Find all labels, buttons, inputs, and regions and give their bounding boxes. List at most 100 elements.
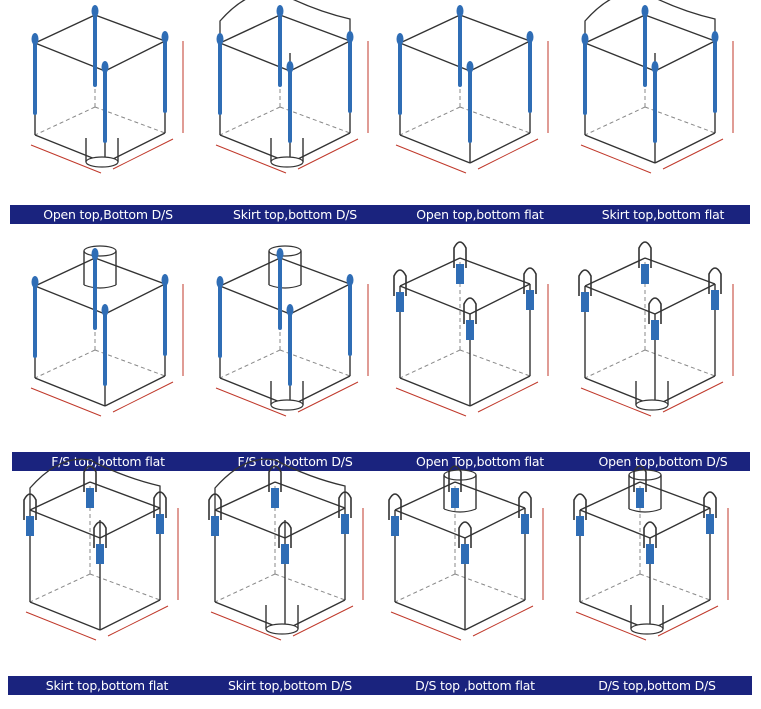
hidden-edge: [584, 106, 646, 136]
bottom-edge: [649, 599, 711, 631]
strap-loop-icon: [101, 61, 109, 73]
bottom-edge: [399, 134, 471, 164]
dimension-line: [580, 144, 652, 174]
strap-loop-icon: [161, 31, 169, 43]
hidden-edge: [274, 573, 346, 601]
lifting-loop-icon: [453, 241, 467, 268]
top-edge: [99, 507, 161, 539]
top-edge: [394, 509, 466, 539]
bottom-edge: [654, 132, 716, 164]
strap-loop-icon: [346, 31, 354, 43]
top-edge: [584, 285, 656, 315]
skirt-top: [584, 0, 716, 43]
hidden-edge: [579, 573, 641, 603]
top-edge: [579, 481, 641, 511]
top-edge: [459, 14, 531, 42]
dimension-line: [580, 387, 652, 417]
top-edge: [469, 40, 531, 72]
strap-loop-icon: [651, 61, 659, 73]
bottom-spout-rim: [270, 156, 304, 168]
hidden-edge: [279, 349, 351, 377]
hidden-edge: [459, 106, 531, 134]
lifting-loop-icon: [208, 493, 222, 520]
loop-webbing: [636, 488, 644, 508]
dimension-line: [30, 144, 102, 174]
bottom-edge: [654, 375, 716, 407]
lifting-loop-icon: [393, 269, 407, 296]
bag-drawing: [578, 241, 734, 417]
top-edge: [104, 283, 166, 315]
dimension-line: [395, 387, 467, 417]
top-edge: [214, 509, 286, 539]
bag-drawing: [215, 245, 369, 417]
dimension-line: [297, 138, 359, 170]
loop-webbing: [96, 544, 104, 564]
bag-diagram-open-top-bottom-spout: [15, 5, 205, 220]
loop-webbing: [581, 292, 589, 312]
hidden-edge: [94, 349, 166, 377]
dimension-line: [215, 144, 287, 174]
bottom-edge: [584, 134, 656, 164]
caption-label: Open top,bottom D/S: [598, 454, 728, 469]
bottom-edge: [464, 599, 526, 631]
top-edge: [649, 507, 711, 539]
bag-drawing: [388, 465, 544, 641]
dimension-line: [112, 381, 174, 413]
loop-webbing: [706, 514, 714, 534]
top-spout-base: [268, 284, 302, 289]
top-edge: [94, 14, 166, 42]
loop-webbing: [451, 488, 459, 508]
caption-label: F/S top,bottom D/S: [237, 454, 353, 469]
loop-webbing: [646, 544, 654, 564]
lifting-loop-icon: [83, 465, 97, 492]
bottom-edge: [469, 375, 531, 407]
lifting-loop-icon: [638, 241, 652, 268]
loop-webbing: [521, 514, 529, 534]
strap-loop-icon: [466, 61, 474, 73]
hidden-edge: [639, 573, 711, 601]
loop-webbing: [26, 516, 34, 536]
top-edge: [654, 283, 716, 315]
top-edge: [29, 481, 91, 511]
dimension-line: [210, 611, 282, 641]
loop-webbing: [211, 516, 219, 536]
top-spout-rim: [83, 245, 117, 257]
dimension-line: [657, 605, 719, 637]
strap-loop-icon: [286, 304, 294, 316]
bag-drawing: [393, 241, 549, 417]
strap-loop-icon: [641, 5, 649, 17]
lifting-loop-icon: [458, 521, 472, 548]
top-edge: [394, 481, 456, 511]
loop-webbing: [86, 488, 94, 508]
bottom-spout-rim: [630, 623, 664, 635]
bottom-edge: [289, 132, 351, 164]
lifting-loop-icon: [93, 521, 107, 548]
bag-diagram-open-top-bottom-flat-loops: [380, 241, 570, 463]
lifting-loop-icon: [388, 493, 402, 520]
lifting-loop-icon: [573, 493, 587, 520]
hidden-edge: [399, 106, 461, 136]
strap-loop-icon: [346, 274, 354, 286]
top-edge: [289, 40, 351, 72]
skirt-top: [29, 458, 161, 510]
dimension-line: [662, 138, 724, 170]
top-edge: [639, 481, 711, 509]
lifting-loop-icon: [278, 521, 292, 548]
lifting-loop-icon: [643, 521, 657, 548]
top-edge: [279, 257, 351, 285]
dimension-line: [30, 387, 102, 417]
dimension-line: [395, 144, 467, 174]
strap-loop-icon: [456, 5, 464, 17]
bag-drawing: [208, 458, 364, 641]
hidden-edge: [584, 349, 646, 379]
caption-label: Open top,bottom flat: [416, 207, 544, 222]
hidden-edge: [644, 106, 716, 134]
caption-label: Skirt top,bottom flat: [601, 207, 725, 222]
hidden-edge: [459, 349, 531, 377]
caption-label: D/S top,bottom D/S: [598, 678, 716, 693]
caption-bar-row-2: [12, 452, 750, 471]
bag-diagram-skirt-top-bottom-flat: [565, 0, 755, 220]
hidden-edge: [219, 349, 281, 379]
strap-loop-icon: [581, 33, 589, 45]
dimension-line: [25, 611, 97, 641]
